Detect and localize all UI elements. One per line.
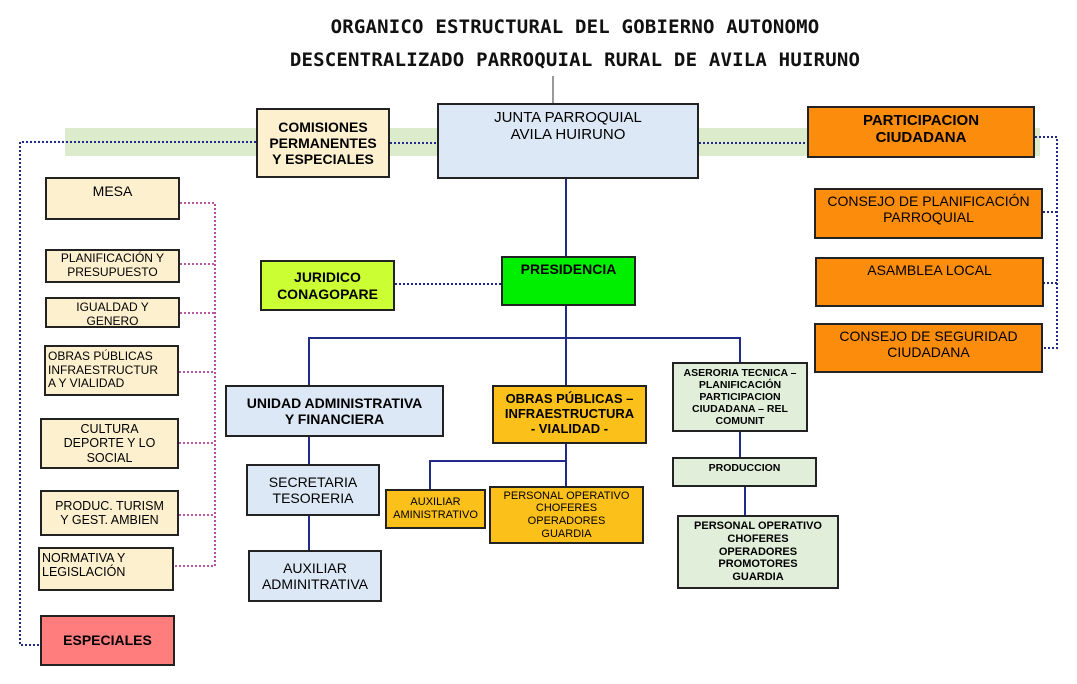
junta-parroquial-box: JUNTA PARROQUIAL AVILA HUIRUNO xyxy=(437,103,699,179)
obras-publicas-box: OBRAS PÚBLICAS – INFRAESTRUCTURA - VIALI… xyxy=(492,385,647,444)
presidencia-box: PRESIDENCIA xyxy=(501,256,636,306)
auxiliar-administrativa-box: AUXILIAR ADMINITRATIVA xyxy=(248,550,382,602)
comision-cultura-box: CULTURA DEPORTE Y LO SOCIAL xyxy=(40,418,179,469)
line-comision-bracket xyxy=(174,202,216,567)
produccion-box: PRODUCCION xyxy=(672,457,817,487)
auxiliar-aministrativo-box: AUXILIAR AMINISTRATIVO xyxy=(385,489,486,529)
juridico-box: JURIDICO CONAGOPARE xyxy=(260,260,395,311)
line-main-bus xyxy=(308,337,741,385)
especiales-box: ESPECIALES xyxy=(40,615,175,666)
unidad-administrativa-box: UNIDAD ADMINISTRATIVA Y FINANCIERA xyxy=(225,385,444,437)
consejo-seguridad-box: CONSEJO DE SEGURIDAD CIUDADANA xyxy=(814,323,1043,373)
comision-mesa-box: MESA xyxy=(45,177,180,220)
comisiones-box: COMISIONES PERMANENTES Y ESPECIALES xyxy=(256,108,390,178)
comision-normativa-box: NORMATIVA Y LEGISLACIÓN xyxy=(38,547,174,591)
comision-igualdad-box: IGUALDAD Y GENERO xyxy=(45,297,180,328)
comision-planificacion-box: PLANIFICACIÓN Y PRESUPUESTO xyxy=(45,249,180,283)
comision-obras-box: OBRAS PÚBLICAS INFRAESTRUCTUR A Y VIALID… xyxy=(44,345,179,396)
personal-operativo-produccion-box: PERSONAL OPERATIVO CHOFERES OPERADORES P… xyxy=(677,515,839,589)
consejo-planificacion-box: CONSEJO DE PLANIFICACIÓN PARROQUIAL xyxy=(814,188,1043,239)
diagram-title-line2: DESCENTRALIZADO PARROQUIAL RURAL DE AVIL… xyxy=(289,49,861,71)
comision-produc-turism-box: PRODUC. TURISM Y GEST. AMBIEN xyxy=(40,490,179,536)
personal-operativo-obras-box: PERSONAL OPERATIVO CHOFERES OPERADORES G… xyxy=(489,486,644,544)
line-participacion-consejos xyxy=(1035,136,1058,349)
line-comisiones-especiales xyxy=(19,141,256,646)
line-obras-children xyxy=(429,460,567,489)
participacion-ciudadana-box: PARTICIPACION CIUDADANA xyxy=(807,106,1035,158)
diagram-title-line1: ORGANICO ESTRUCTURAL DEL GOBIERNO AUTONO… xyxy=(330,16,820,38)
asesoria-tecnica-box: ASERORIA TECNICA – PLANIFICACIÓN PARTICI… xyxy=(672,362,808,432)
asamblea-local-box: ASAMBLEA LOCAL xyxy=(815,257,1044,307)
secretaria-tesoreria-box: SECRETARIA TESORERIA xyxy=(246,464,380,516)
